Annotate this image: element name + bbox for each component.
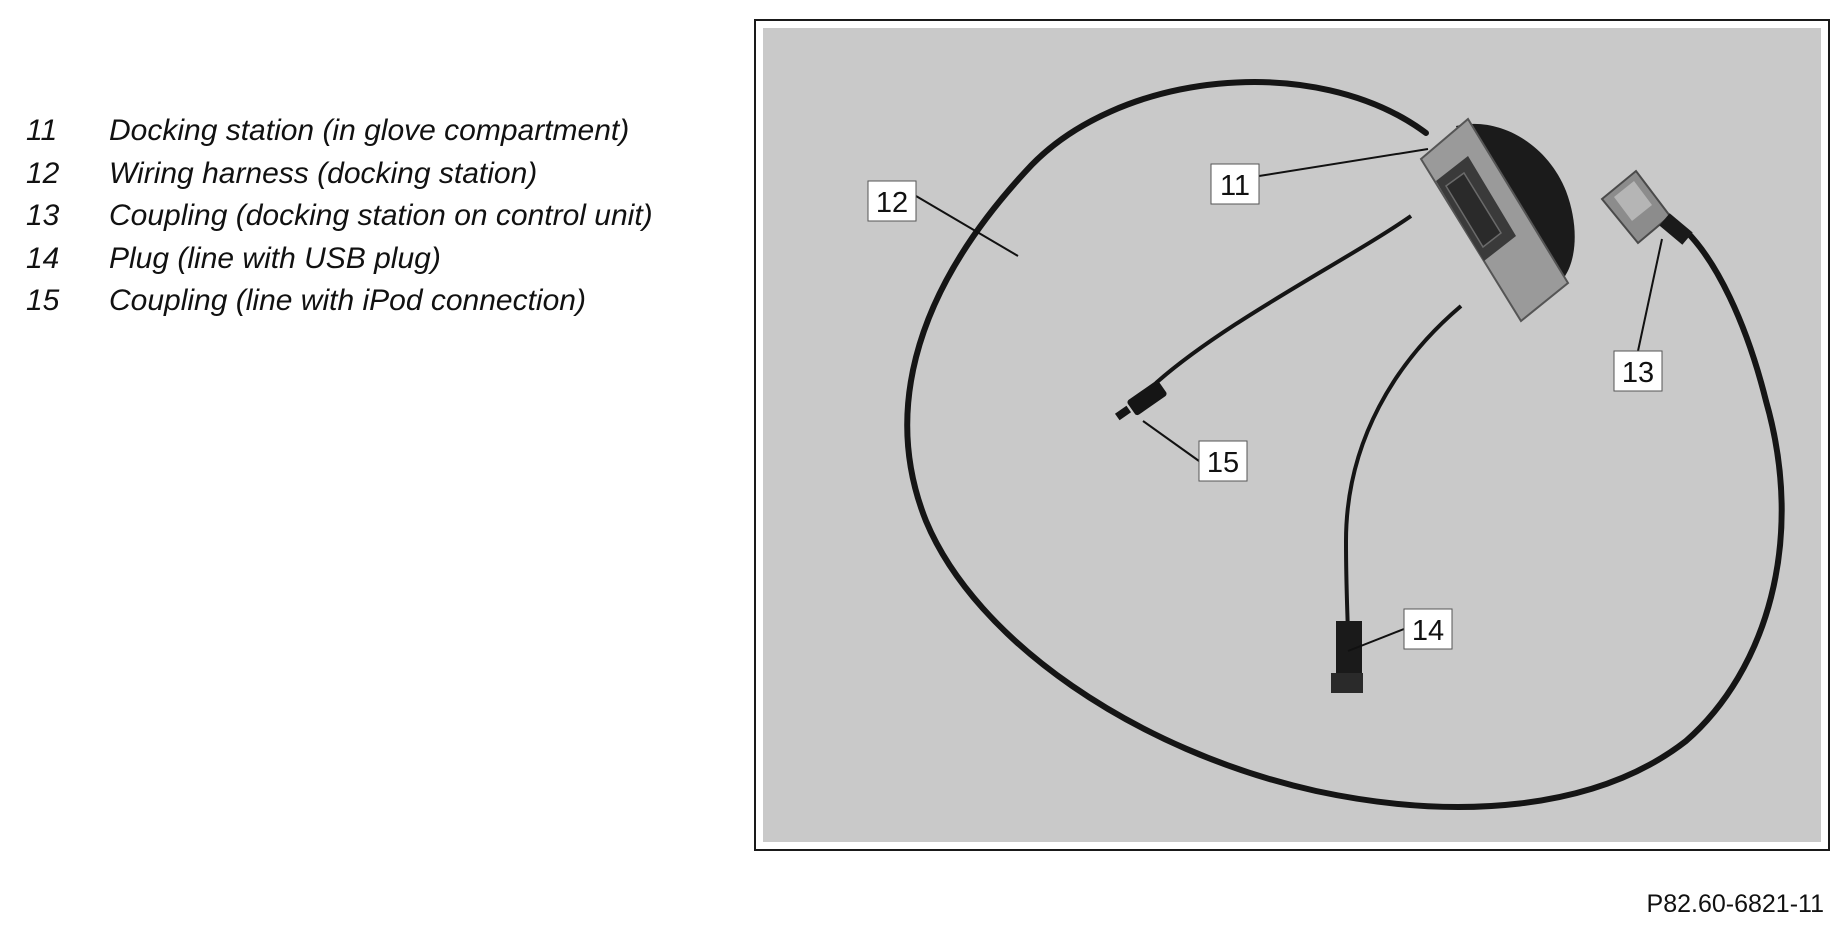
leader-line-15 bbox=[1142, 420, 1200, 462]
legend-label: Coupling (line with iPod connection) bbox=[109, 284, 586, 317]
usb-line-cable bbox=[1343, 304, 1463, 642]
leader-line-13 bbox=[1637, 238, 1663, 352]
callout-11: 11 bbox=[1210, 163, 1260, 205]
legend-number: 14 bbox=[26, 241, 60, 275]
legend-number: 15 bbox=[26, 284, 60, 317]
wiring-harness-loop bbox=[904, 79, 1785, 810]
ipod-coupling-connector bbox=[1114, 380, 1167, 421]
svg-text:11: 11 bbox=[1220, 170, 1250, 202]
svg-text:14: 14 bbox=[1412, 615, 1444, 647]
legend-number: 13 bbox=[26, 199, 60, 232]
control-unit-coupling bbox=[1600, 169, 1693, 245]
component-photo: 12 11 13 14 15 bbox=[763, 28, 1821, 842]
legend-label: Wiring harness (docking station) bbox=[109, 156, 538, 190]
docking-station-device bbox=[1419, 117, 1575, 323]
leader-line-14 bbox=[1347, 628, 1405, 652]
photo-background bbox=[763, 28, 1821, 842]
callout-15: 15 bbox=[1198, 440, 1248, 482]
legend-number: 12 bbox=[26, 156, 60, 190]
figure-reference-code: P82.60-6821-11 bbox=[1646, 890, 1824, 918]
leader-line-12 bbox=[915, 195, 1019, 257]
legend-label: Docking station (in glove compartment) bbox=[109, 114, 630, 147]
legend-number: 11 bbox=[26, 114, 58, 147]
callout-12: 12 bbox=[867, 180, 917, 222]
callout-14: 14 bbox=[1403, 608, 1453, 650]
svg-text:13: 13 bbox=[1622, 357, 1654, 389]
ipod-line-cable bbox=[1154, 214, 1413, 385]
leader-line-11 bbox=[1258, 148, 1429, 177]
legend-label: Plug (line with USB plug) bbox=[109, 241, 441, 275]
callout-13: 13 bbox=[1613, 350, 1663, 392]
svg-text:12: 12 bbox=[876, 187, 908, 219]
legend-label: Coupling (docking station on control uni… bbox=[109, 199, 653, 232]
svg-text:15: 15 bbox=[1207, 447, 1239, 479]
component-photo-frame: 12 11 13 14 15 bbox=[754, 19, 1830, 851]
